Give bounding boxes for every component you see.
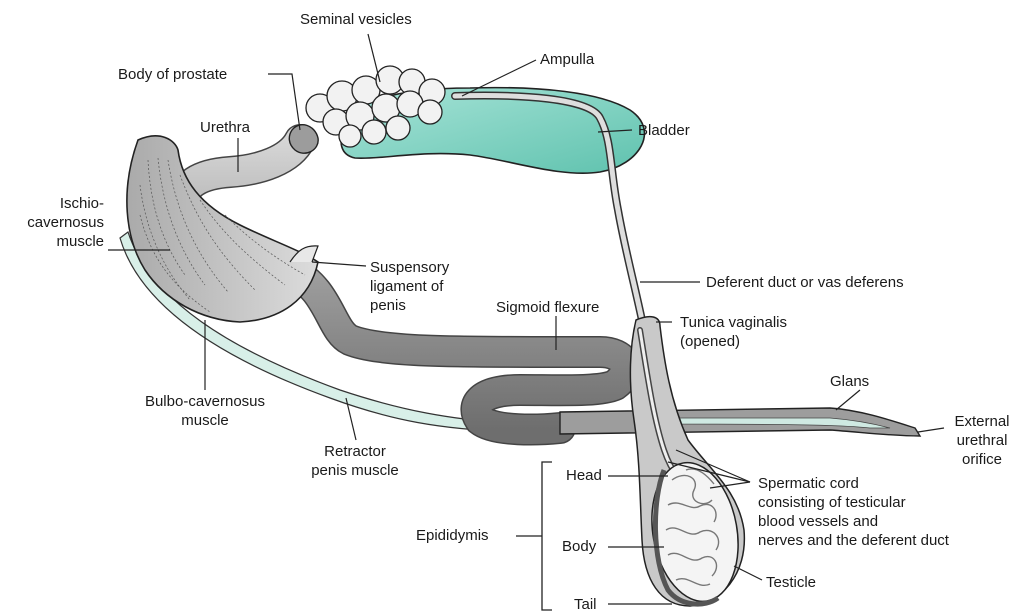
leader-glans (836, 390, 860, 410)
label-deferent-duct: Deferent duct or vas deferens (706, 273, 904, 292)
label-body-of-prostate: Body of prostate (118, 65, 227, 84)
leader-seminal-vesicles (368, 34, 380, 82)
leader-testicle (734, 566, 762, 580)
label-ischio-line2: cavernosus (8, 213, 104, 232)
label-sigmoid-flexure: Sigmoid flexure (496, 298, 599, 317)
label-glans: Glans (830, 372, 869, 391)
label-ischio-line3: muscle (8, 232, 104, 251)
label-bulbo-line1: Bulbo-cavernosus (130, 392, 280, 411)
leader-prostate (268, 74, 300, 130)
label-ischio-line1: Ischio- (8, 194, 104, 213)
label-tunica-line1: Tunica vaginalis (680, 313, 787, 332)
label-head: Head (566, 466, 602, 485)
label-urethra: Urethra (200, 118, 250, 137)
label-bladder: Bladder (638, 121, 690, 140)
label-retractor-line1: Retractor (280, 442, 430, 461)
label-seminal-vesicles: Seminal vesicles (300, 10, 412, 29)
label-tunica-line2: (opened) (680, 332, 740, 351)
label-spermatic-line3: blood vessels and (758, 512, 878, 531)
label-external-line2: urethral (942, 431, 1022, 450)
label-spermatic-line1: Spermatic cord (758, 474, 859, 493)
prostate-body (289, 125, 318, 154)
label-external-line3: orifice (942, 450, 1022, 469)
label-retractor-line2: penis muscle (280, 461, 430, 480)
label-spermatic-line2: consisting of testicular (758, 493, 906, 512)
label-testicle: Testicle (766, 573, 816, 592)
label-ampulla: Ampulla (540, 50, 594, 69)
label-tail: Tail (574, 595, 597, 614)
label-external-line1: External (942, 412, 1022, 431)
label-bulbo-line2: muscle (130, 411, 280, 430)
label-suspensory-line3: penis (370, 296, 406, 315)
label-spermatic-line4: nerves and the deferent duct (758, 531, 949, 550)
leader-external (918, 428, 944, 432)
label-suspensory-line1: Suspensory (370, 258, 449, 277)
leader-suspensory (312, 262, 366, 266)
epididymis-bracket (542, 462, 552, 610)
label-body: Body (562, 537, 596, 556)
label-suspensory-line2: ligament of (370, 277, 443, 296)
label-epididymis: Epididymis (416, 526, 489, 545)
